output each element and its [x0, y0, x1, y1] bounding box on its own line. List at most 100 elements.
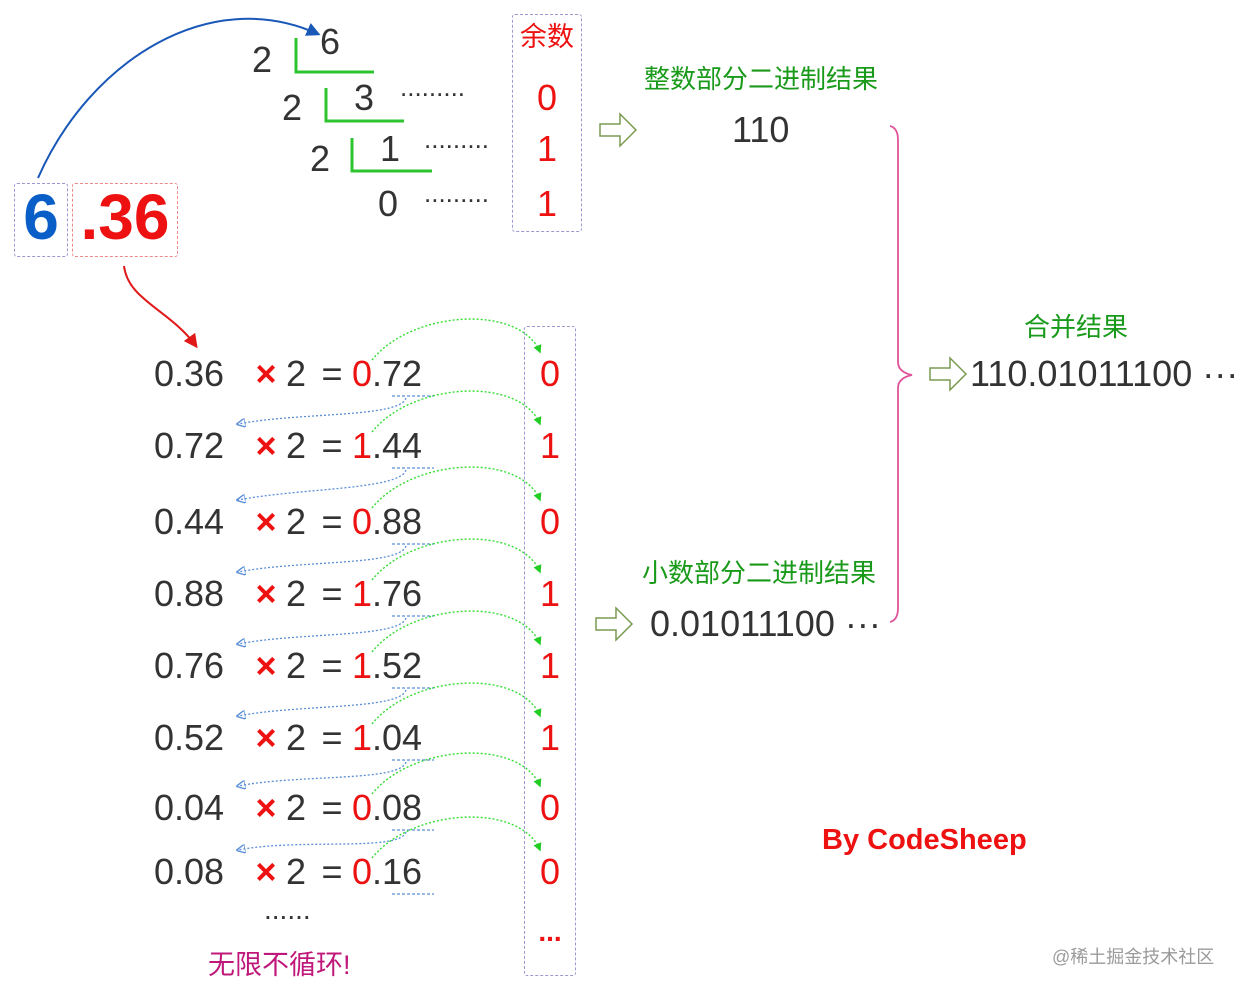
divisor-2: 2 [282, 87, 303, 128]
dividend-1: 6 [320, 21, 341, 62]
step-integer-digit: 0 [352, 501, 373, 542]
bit-arc [371, 816, 542, 859]
equals-sign: = [321, 851, 343, 892]
step-input: 0.88 [154, 573, 225, 614]
bits-ellipsis: ... [538, 916, 562, 947]
carry-back-arrow [238, 617, 407, 644]
bit-arc [371, 610, 542, 653]
step-factor: 2 [286, 573, 307, 614]
remainder-header: 余数 [520, 22, 574, 52]
step-factor: 2 [286, 645, 307, 686]
fraction-bit: 0 [539, 851, 561, 892]
step-integer-digit: 1 [352, 425, 373, 466]
hollow-arrows [595, 112, 968, 642]
combined-result-value: 110.01011100 ··· [970, 353, 1239, 394]
step-factor: 2 [286, 851, 307, 892]
step-integer-digit: 0 [352, 851, 373, 892]
fraction-result-value: 0.01011100 ··· [650, 603, 881, 644]
fraction-result-label: 小数部分二进制结果 [642, 558, 877, 588]
equals-sign: = [321, 717, 343, 758]
fraction-bit: 0 [539, 501, 561, 542]
step-fraction-digits: .72 [372, 353, 423, 394]
remainder-column [512, 14, 582, 232]
step-factor: 2 [286, 717, 307, 758]
merge-brace [889, 125, 913, 623]
equals-sign: = [321, 353, 343, 394]
bit-arc [371, 318, 542, 361]
step-fraction-digits: .88 [372, 501, 423, 542]
step-fraction-digits: .08 [372, 787, 423, 828]
step-fraction-digits: .44 [372, 425, 423, 466]
step-input: 0.08 [154, 851, 225, 892]
integer-result-value: 110 [732, 109, 790, 150]
fraction-bit: 1 [539, 425, 561, 466]
integer-part-box [14, 183, 68, 257]
fraction-part-box [72, 183, 178, 257]
carry-back-arrow [238, 761, 407, 786]
fraction-step-row: 0.08 ×2 =0.16 [154, 854, 422, 890]
combined-result-label: 合并结果 [1024, 312, 1129, 342]
step-fraction-digits: .16 [372, 851, 423, 892]
fraction-step-row: 0.76×2=1.52 [154, 648, 422, 684]
fraction-bit: 0 [539, 353, 561, 394]
fraction-bit: 1 [539, 645, 561, 686]
step-input: 0.72 [154, 425, 225, 466]
fraction-step-row: 0.52 ×2 =1.04 [154, 720, 422, 756]
dividend-3: 1 [380, 128, 401, 169]
fraction-step-row: 0.88×2=1.76 [154, 576, 422, 612]
bits-column [524, 326, 576, 976]
integer-part: 6 [23, 181, 59, 253]
watermark: @稀土掘金技术社区 [1052, 947, 1215, 967]
integer-arrow [37, 17, 321, 179]
times-sign: × [255, 353, 277, 394]
remainder-3: 1 [536, 183, 558, 224]
step-fraction-digits: .04 [372, 717, 423, 758]
divisor-3: 2 [310, 138, 331, 179]
step-input: 0.36 [154, 353, 225, 394]
fraction-step-row: 0.04×2=0.08 [154, 790, 422, 826]
times-sign: × [255, 501, 277, 542]
carry-back-arrow [238, 397, 407, 424]
step-input: 0.44 [154, 501, 225, 542]
times-sign: × [255, 645, 277, 686]
leader-dots-2: ......... [424, 124, 490, 154]
fraction-step-row: 0.72×2=1.44 [154, 428, 422, 464]
carry-back-arrow [238, 469, 407, 500]
infinite-note: 无限不循环! [208, 950, 351, 980]
final-quotient: 0 [378, 183, 399, 224]
step-integer-digit: 1 [352, 717, 373, 758]
leader-dots-3: ......... [424, 178, 490, 208]
author-credit: By CodeSheep [822, 824, 1027, 856]
carry-back-arrow [238, 831, 407, 850]
leader-dots-1: ......... [400, 72, 466, 102]
times-sign: × [255, 717, 277, 758]
fraction-step-row: 0.36×2=0.72 [154, 356, 422, 392]
fraction-part: .36 [80, 181, 170, 253]
divisor-1: 2 [252, 39, 273, 80]
remainder-2: 1 [536, 128, 558, 169]
equals-sign: = [321, 501, 343, 542]
bit-arc [371, 682, 542, 725]
step-integer-digit: 1 [352, 573, 373, 614]
steps-ellipsis: ...... [264, 894, 311, 925]
step-input: 0.04 [154, 787, 225, 828]
fraction-bit: 1 [539, 573, 561, 614]
bit-arc [371, 538, 542, 581]
times-sign: × [255, 851, 277, 892]
step-factor: 2 [286, 501, 307, 542]
step-factor: 2 [286, 425, 307, 466]
step-factor: 2 [286, 787, 307, 828]
fraction-arrow [123, 265, 198, 349]
times-sign: × [255, 573, 277, 614]
step-factor: 2 [286, 353, 307, 394]
step-input: 0.52 [154, 717, 225, 758]
fraction-bit: 0 [539, 787, 561, 828]
step-integer-digit: 1 [352, 645, 373, 686]
carry-back-arrow [238, 545, 407, 572]
dividend-2: 3 [354, 77, 375, 118]
equals-sign: = [321, 787, 343, 828]
times-sign: × [255, 425, 277, 466]
times-sign: × [255, 787, 277, 828]
